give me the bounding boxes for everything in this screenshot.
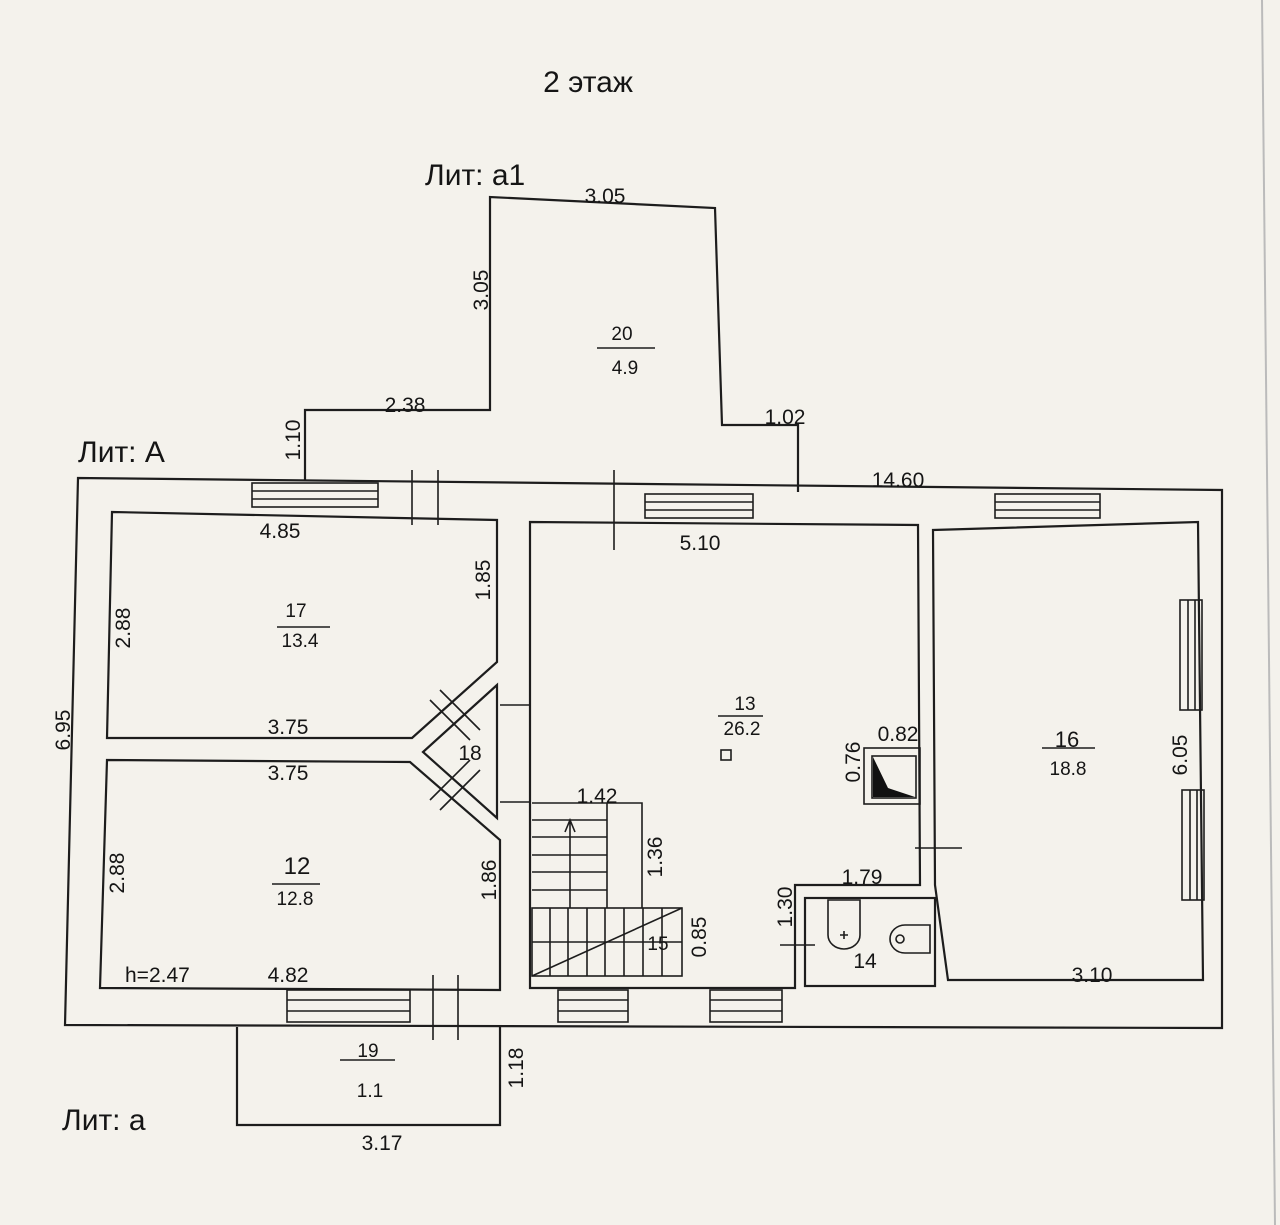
room-14-number: 14 [853, 950, 877, 973]
dim-a1-h: 1.10 [282, 420, 305, 461]
dim-a1-left: 3.05 [470, 270, 493, 311]
room-17-number: 17 [285, 601, 306, 622]
dim-stair-width: 1.42 [577, 785, 618, 808]
room-19-number: 19 [357, 1041, 378, 1062]
dim-flue-width: 0.82 [878, 723, 919, 746]
room-18-number: 18 [458, 742, 481, 765]
room-17 [105, 510, 499, 740]
staircase [531, 802, 683, 977]
label-lit-a1: Лит: а1 [425, 159, 525, 192]
dim-r16-bottom: 3.10 [1072, 964, 1113, 987]
label-lit-A: Лит: А [78, 436, 165, 469]
dim-r12-top: 3.75 [268, 762, 309, 785]
dim-r13-top: 5.10 [680, 532, 721, 555]
room-20-number: 20 [611, 324, 632, 345]
dim-a-height: 1.18 [505, 1048, 528, 1089]
room-15-number: 15 [647, 934, 668, 955]
sink-icon [827, 899, 861, 950]
room-13 [528, 520, 922, 990]
dim-r17-left: 2.88 [112, 608, 135, 649]
doors [411, 470, 962, 1040]
room-16 [931, 520, 1205, 982]
dim-stair-height: 1.36 [644, 837, 667, 878]
room-13-area: 26.2 [724, 719, 761, 740]
annex-a1-outline [303, 195, 800, 492]
page-edge [1261, 0, 1276, 1225]
dim-r17-bottom: 3.75 [268, 716, 309, 739]
dim-r12-left: 2.88 [106, 853, 129, 894]
annex-a-outline [235, 1027, 502, 1127]
dim-a1-right: 1.02 [765, 406, 806, 429]
dim-r17-right: 1.85 [472, 560, 495, 601]
dim-r17-top: 4.85 [260, 520, 301, 543]
room-12 [98, 758, 502, 992]
dim-wc-width: 1.79 [842, 866, 883, 889]
dim-a-width: 3.17 [362, 1132, 403, 1155]
stair-arrow-icon [564, 817, 576, 908]
room-12-number: 12 [284, 853, 311, 880]
corridor-doors [429, 689, 481, 811]
main-outer-wall [63, 476, 1224, 1030]
ceiling-height: h=2.47 [125, 964, 190, 987]
dim-flue-height: 0.76 [842, 742, 865, 783]
room-17-area: 13.4 [282, 631, 319, 652]
dim-a1-step: 2.38 [385, 394, 426, 417]
room-13-number: 13 [734, 694, 755, 715]
room-16-area: 18.8 [1050, 759, 1087, 780]
toilet-icon [889, 924, 931, 954]
dim-wc-height: 1.30 [774, 887, 797, 928]
room-16-number: 16 [1055, 727, 1079, 752]
label-lit-a: Лит: а [62, 1104, 146, 1137]
dim-a1-top: 3.05 [585, 185, 626, 208]
room-20-area: 4.9 [612, 358, 638, 379]
room-18 [421, 682, 499, 821]
room-12-area: 12.8 [277, 889, 314, 910]
room-19-area: 1.1 [357, 1081, 383, 1102]
windows [251, 482, 1205, 1023]
dim-overall-width: 14.60 [872, 469, 925, 492]
floor-title: 2 этаж [543, 66, 633, 99]
dim-r16-height: 6.05 [1169, 735, 1192, 776]
dim-r12-bottom: 4.82 [268, 964, 309, 987]
dim-r12-right: 1.86 [478, 860, 501, 901]
room-14 [803, 896, 937, 988]
dim-overall-height: 6.95 [52, 710, 75, 751]
chimney [863, 747, 921, 805]
dim-stair-lower: 0.85 [688, 917, 711, 958]
column-marker [720, 749, 732, 761]
